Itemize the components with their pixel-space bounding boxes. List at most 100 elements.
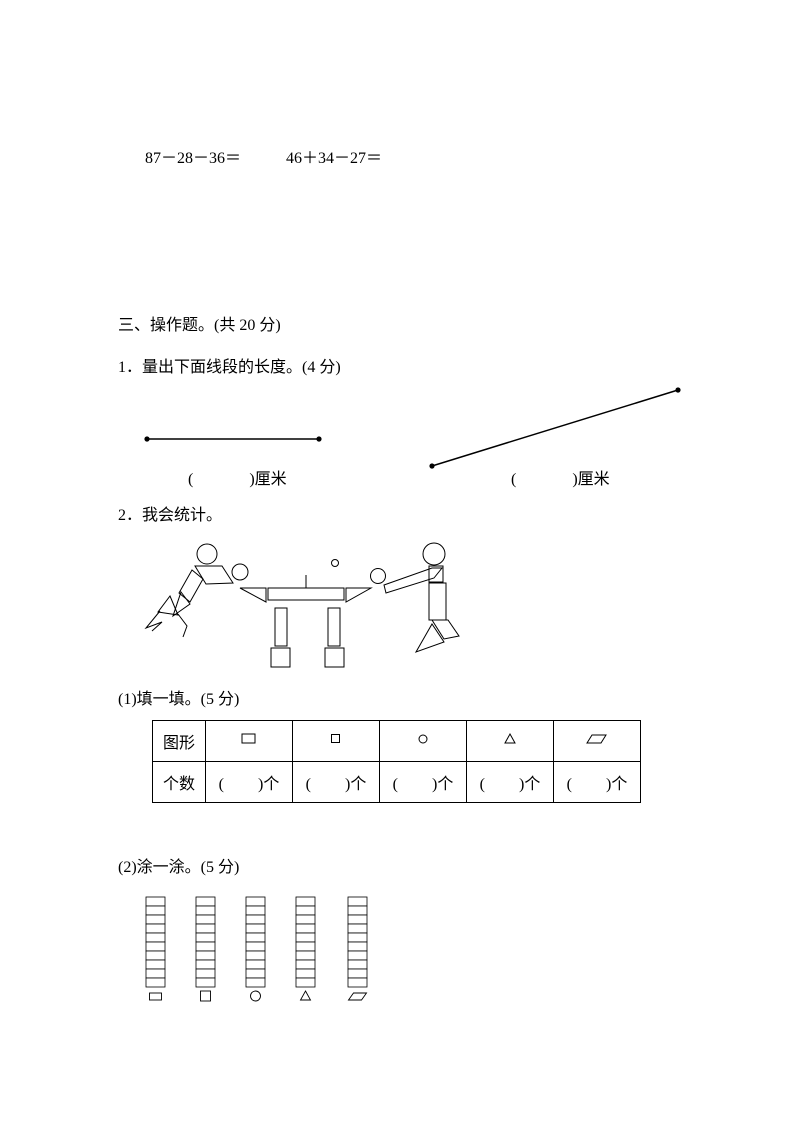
parallelogram-icon: [586, 734, 607, 744]
coloring-column-rectangle: [145, 896, 166, 1001]
coloring-cell[interactable]: [245, 932, 266, 943]
count-table: 图形 个数 ()个 ()个 ()个 ()个 ()个: [152, 720, 641, 803]
table-row-counts: 个数 ()个 ()个 ()个 ()个 ()个: [152, 761, 641, 803]
shape-cell-rectangle: [205, 720, 293, 762]
coloring-cell[interactable]: [347, 914, 368, 925]
left-player-hip-triangle: [172, 590, 191, 618]
coloring-cell[interactable]: [245, 896, 266, 907]
count-cell-parallelogram[interactable]: ()个: [553, 761, 641, 803]
rectangle-icon: [241, 733, 256, 744]
equation-1: 87－28－36＝: [145, 150, 242, 167]
circle-icon: [418, 734, 428, 744]
table-foot-right-square: [324, 647, 345, 668]
left-player-leg-triangle: [157, 595, 179, 616]
circle-icon: [250, 990, 261, 1002]
coloring-cell[interactable]: [347, 968, 368, 979]
coloring-cell[interactable]: [295, 977, 316, 988]
count-cell-square[interactable]: ()个: [292, 761, 380, 803]
q1-answer-left[interactable]: ()厘米: [188, 471, 287, 488]
coloring-cell[interactable]: [295, 932, 316, 943]
part1-title: (1)填一填。(5 分): [118, 691, 240, 708]
coloring-cell[interactable]: [145, 932, 166, 943]
coloring-cell[interactable]: [195, 923, 216, 934]
coloring-cell[interactable]: [145, 959, 166, 970]
coloring-cell[interactable]: [347, 896, 368, 907]
coloring-cell[interactable]: [347, 905, 368, 916]
rectangle-icon: [149, 992, 162, 1001]
coloring-cell[interactable]: [145, 896, 166, 907]
left-player-arm: [178, 569, 204, 603]
coloring-cell[interactable]: [295, 968, 316, 979]
coloring-cell[interactable]: [295, 950, 316, 961]
shape-cell-circle: [379, 720, 467, 762]
flying-ball: [331, 559, 339, 567]
count-header: 个数: [152, 761, 206, 803]
coloring-cell[interactable]: [145, 977, 166, 988]
coloring-cell[interactable]: [145, 968, 166, 979]
right-player-shin: [431, 619, 460, 640]
coloring-cell[interactable]: [145, 914, 166, 925]
count-cell-rectangle[interactable]: ()个: [205, 761, 293, 803]
triangle-icon: [299, 990, 312, 1001]
coloring-cell[interactable]: [347, 950, 368, 961]
table-leg-right: [327, 607, 341, 647]
left-player-foot: [144, 610, 163, 632]
coloring-cell[interactable]: [245, 977, 266, 988]
coloring-cell[interactable]: [295, 896, 316, 907]
coloring-cell[interactable]: [347, 959, 368, 970]
coloring-cell[interactable]: [295, 923, 316, 934]
coloring-cell[interactable]: [145, 941, 166, 952]
coloring-cell[interactable]: [245, 950, 266, 961]
coloring-cell[interactable]: [245, 968, 266, 979]
shape-cell-parallelogram: [553, 720, 641, 762]
q2-title: 2．我会统计。: [118, 507, 223, 524]
coloring-cell[interactable]: [295, 959, 316, 970]
triangle-icon: [504, 732, 516, 744]
coloring-cell[interactable]: [245, 914, 266, 925]
coloring-cell[interactable]: [195, 950, 216, 961]
coloring-cell[interactable]: [145, 950, 166, 961]
coloring-cell[interactable]: [145, 905, 166, 916]
table-right-triangle: [345, 587, 373, 603]
coloring-cell[interactable]: [195, 914, 216, 925]
square-icon: [200, 990, 211, 1002]
coloring-cell[interactable]: [245, 959, 266, 970]
right-player-torso: [428, 565, 444, 583]
coloring-cell[interactable]: [245, 923, 266, 934]
coloring-cell[interactable]: [145, 923, 166, 934]
right-player-ball: [370, 568, 386, 584]
coloring-cell[interactable]: [347, 923, 368, 934]
shape-header: 图形: [152, 720, 206, 762]
coloring-cell[interactable]: [347, 977, 368, 988]
coloring-cell[interactable]: [195, 977, 216, 988]
q1-title: 1．量出下面线段的长度。(4 分): [118, 359, 341, 376]
coloring-cell[interactable]: [245, 941, 266, 952]
coloring-cell[interactable]: [195, 968, 216, 979]
coloring-cell[interactable]: [295, 941, 316, 952]
left-player-head: [196, 543, 218, 565]
coloring-column-square: [195, 896, 216, 1002]
coloring-cell[interactable]: [295, 914, 316, 925]
coloring-cell[interactable]: [195, 959, 216, 970]
coloring-cell[interactable]: [195, 905, 216, 916]
left-player-back-leg: [177, 613, 188, 638]
coloring-cell[interactable]: [195, 932, 216, 943]
section-title: 三、操作题。(共 20 分): [118, 317, 281, 334]
coloring-cell[interactable]: [245, 905, 266, 916]
coloring-cell[interactable]: [347, 941, 368, 952]
equation-2: 46＋34－27＝: [286, 150, 383, 167]
coloring-cell[interactable]: [347, 932, 368, 943]
q1-answer-right[interactable]: ()厘米: [511, 471, 610, 488]
count-cell-triangle[interactable]: ()个: [466, 761, 554, 803]
coloring-cell[interactable]: [195, 941, 216, 952]
count-cell-circle[interactable]: ()个: [379, 761, 467, 803]
right-player-foot-triangle: [414, 623, 445, 653]
coloring-cell[interactable]: [195, 896, 216, 907]
right-player-arm: [383, 567, 444, 594]
table-foot-left-square: [270, 647, 291, 668]
coloring-cell[interactable]: [295, 905, 316, 916]
part2-title: (2)涂一涂。(5 分): [118, 859, 240, 876]
